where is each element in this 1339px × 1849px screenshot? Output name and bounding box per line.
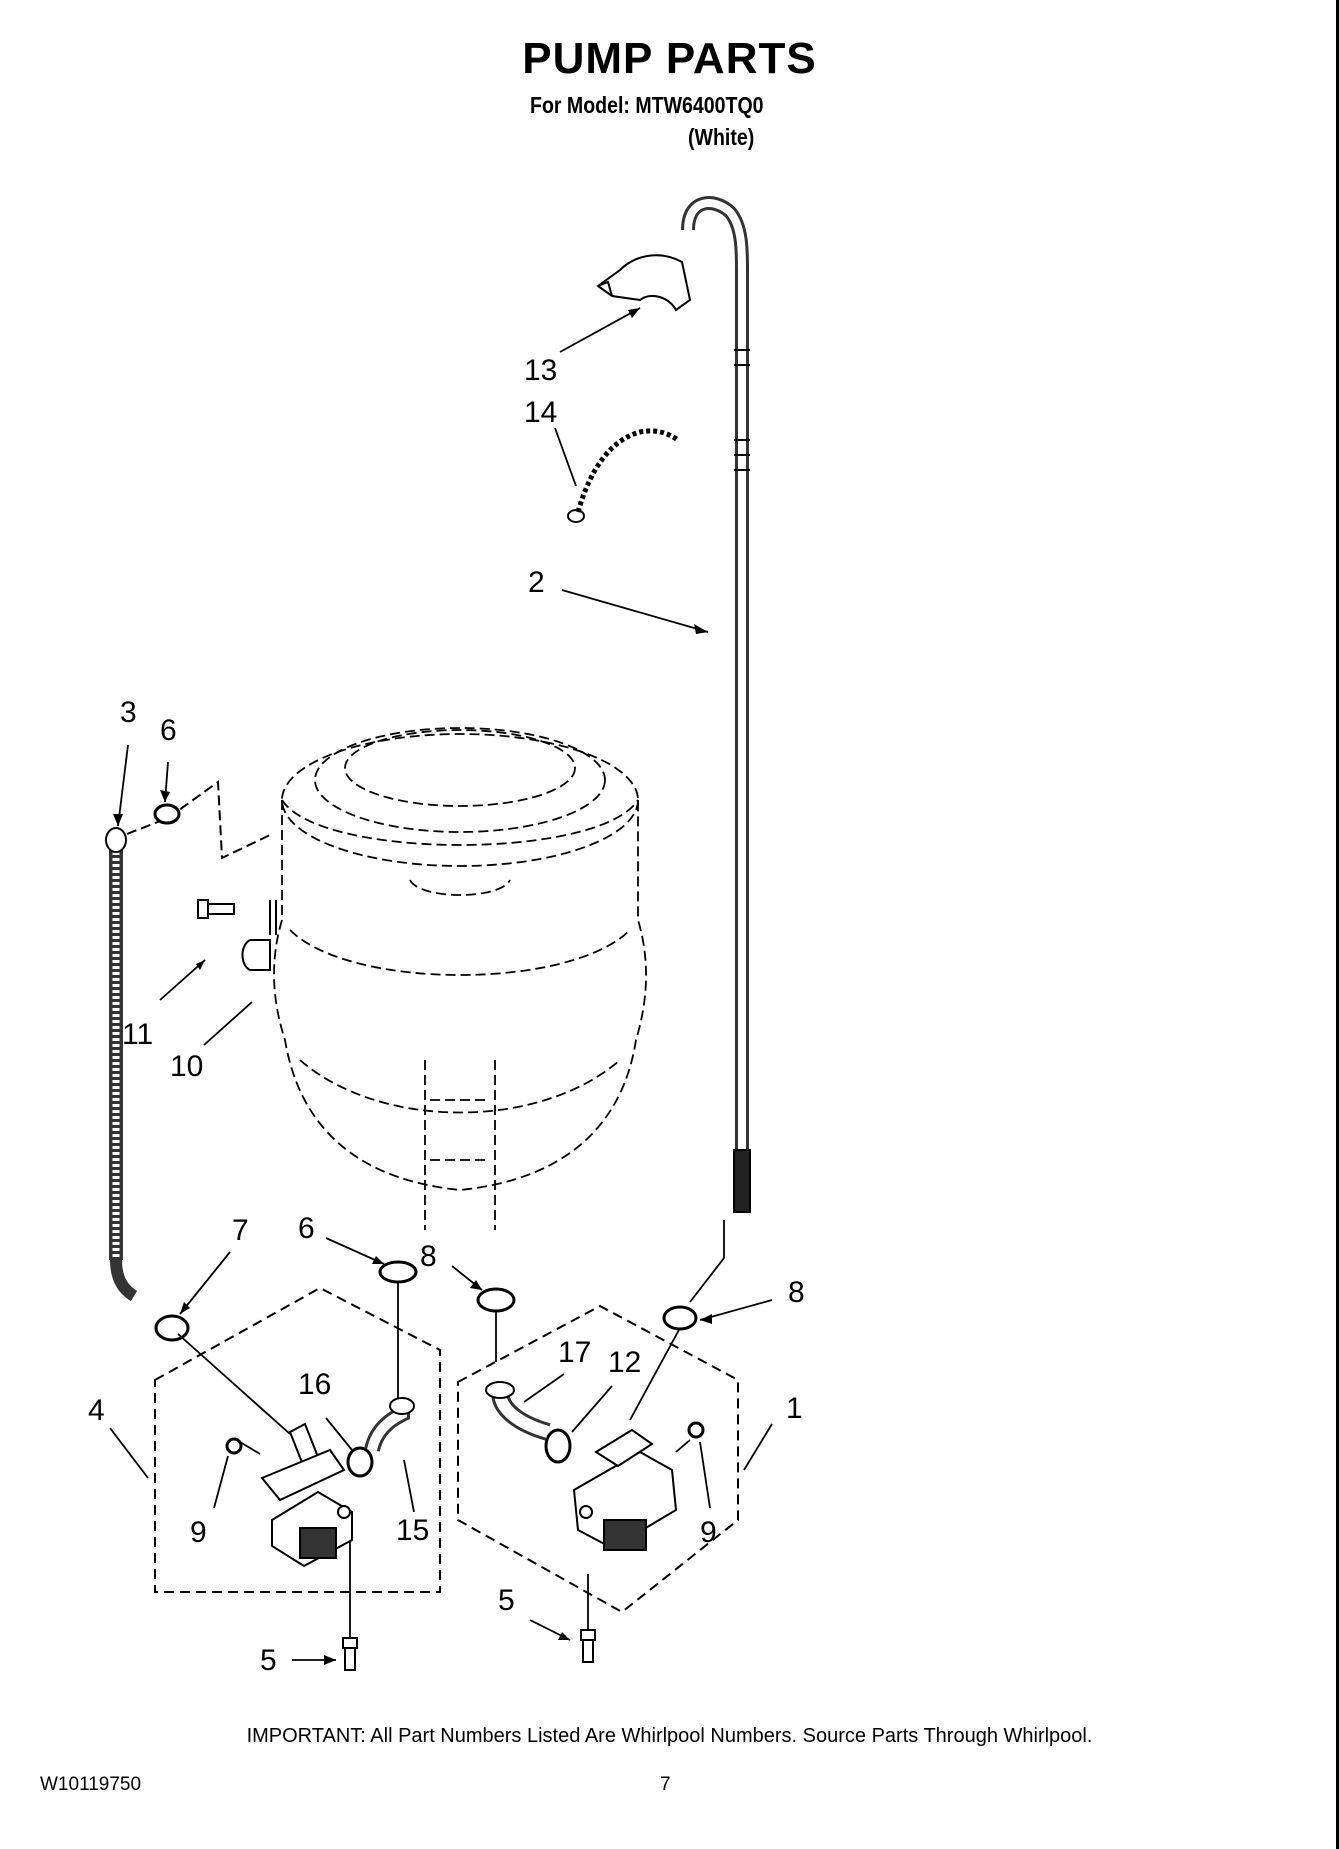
clamp-8-right	[662, 1305, 698, 1331]
hose-hanger-clip	[596, 254, 692, 312]
color-subtitle: (White)	[688, 124, 755, 150]
callout-11: 11	[122, 1018, 153, 1051]
page-number: 7	[660, 1774, 671, 1795]
callout-4: 4	[88, 1394, 105, 1427]
callout-17: 17	[558, 1336, 591, 1369]
callout-9-right: 9	[700, 1516, 717, 1549]
hose-clip-and-screw	[197, 899, 277, 971]
callout-9-left: 9	[190, 1516, 207, 1549]
right-drain-pump	[572, 1428, 678, 1551]
clamp-12	[544, 1428, 572, 1464]
callout-1: 1	[786, 1392, 803, 1425]
callout-15: 15	[396, 1514, 429, 1547]
screw-5-left	[342, 1637, 358, 1671]
left-pump-box	[154, 1286, 441, 1593]
callout-7: 7	[232, 1214, 249, 1247]
hose-elbow-17	[485, 1381, 551, 1441]
clamp-16	[346, 1446, 374, 1478]
callout-14: 14	[524, 396, 557, 429]
nut-9-right	[687, 1421, 705, 1439]
callout-5-right: 5	[498, 1584, 515, 1617]
clamp-6-lower	[378, 1260, 418, 1284]
callout-6-upper: 6	[160, 714, 177, 747]
washer-tub-phantom	[273, 727, 647, 1230]
callout-labels: 13 14 2 3 6 11 10 7 6 8 8 17 12 16 1 4 9…	[88, 354, 805, 1677]
model-subtitle: For Model: MTW6400TQ0	[530, 92, 764, 118]
callout-8-left: 8	[420, 1240, 437, 1273]
page-edge-line	[1336, 0, 1339, 1849]
clamp-7	[154, 1314, 190, 1342]
screw-5-right	[580, 1629, 596, 1663]
callout-5-left: 5	[260, 1644, 277, 1677]
clamp-6-upper	[153, 803, 181, 825]
right-pump-box	[457, 1304, 739, 1614]
callout-12: 12	[608, 1346, 641, 1379]
callout-2: 2	[528, 566, 545, 599]
hose-elbow-15	[364, 1397, 415, 1453]
callout-16: 16	[298, 1368, 331, 1401]
nut-9-left	[225, 1437, 243, 1455]
page-title: PUMP PARTS	[522, 34, 817, 83]
drain-hose	[681, 196, 751, 1213]
left-drain-pump	[260, 1422, 353, 1568]
callout-13: 13	[524, 354, 557, 387]
clamp-8-left	[476, 1287, 516, 1313]
callout-3: 3	[120, 696, 137, 729]
drain-hose-strap	[567, 428, 680, 523]
callout-10: 10	[170, 1050, 203, 1083]
recirculation-hose	[105, 827, 138, 1302]
document-number: W10119750	[40, 1774, 142, 1795]
callout-6-lower: 6	[298, 1212, 315, 1245]
leader-lines	[109, 307, 773, 1661]
important-notice: IMPORTANT: All Part Numbers Listed Are W…	[246, 1725, 1093, 1747]
callout-8-right: 8	[788, 1276, 805, 1309]
